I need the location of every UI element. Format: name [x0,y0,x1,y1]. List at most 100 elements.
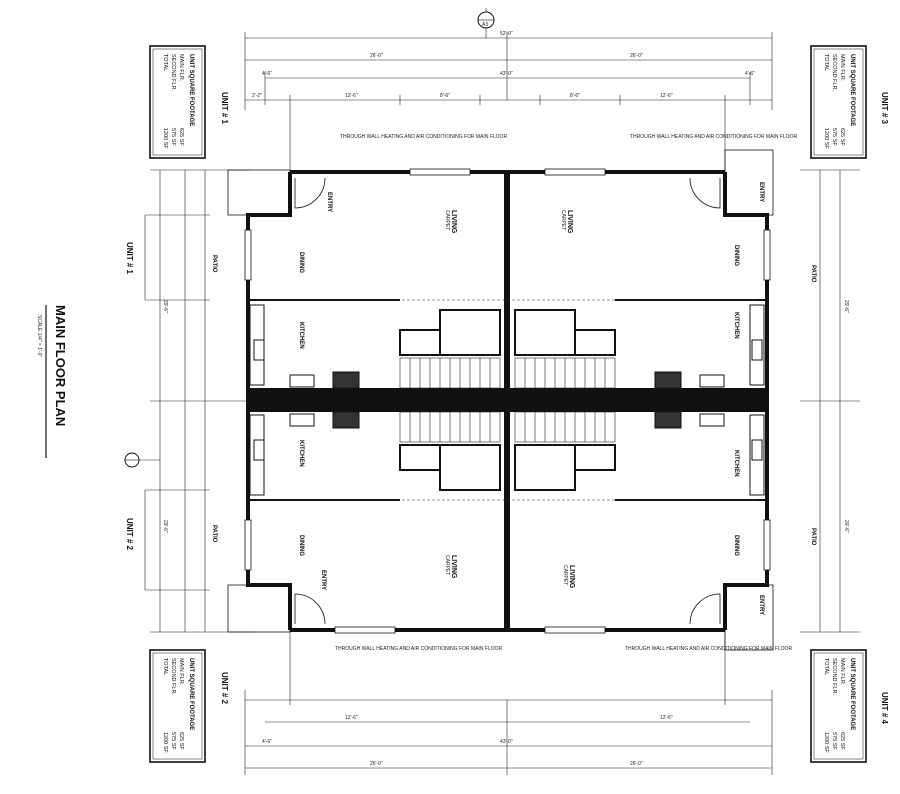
exterior-walls [227,149,774,651]
plan-title: MAIN FLOOR PLAN [53,305,68,426]
dim-half-right-bottom: 26'-0" [630,761,643,767]
section-marker: A3 [477,8,495,38]
kitchen-counters [249,304,765,496]
hvac-note-1: THROUGH WALL HEATING AND AIR CONDITIONIN… [340,134,507,140]
footage-val-main-3: 625 SF [839,128,845,146]
room-patio-3: PATIO [810,265,816,283]
dim-side-left: 4'-6" [262,71,272,77]
dim-side-half-right-2: 29'-6" [843,520,849,533]
footage-title-4: UNIT SQUARE FOOTAGE [849,658,855,730]
footage-row-total-1: TOTAL [162,54,168,71]
footage-row-total-2: TOTAL [162,658,168,675]
hvac-note-2: THROUGH WALL HEATING AND AIR CONDITIONIN… [335,646,502,652]
dim-inner-bottom: 43'-0" [500,739,513,745]
room-dining-3: DINING [733,245,739,266]
footage-box-bottom-right: UNIT SQUARE FOOTAGE MAIN FLR. 625 SF SEC… [810,649,867,763]
footage-val-main-2: 625 SF [178,732,184,750]
dim-side-half-left-2: 29'-6" [162,520,168,533]
footage-title-3: UNIT SQUARE FOOTAGE [849,54,855,126]
footage-val-second-3: 575 SF [831,128,837,146]
dim-seg-b-bottom: 12'-6" [345,715,358,721]
dim-inner: 43'-0" [500,71,513,77]
footage-row-main-2: MAIN FLR. [178,658,184,686]
plan-scale: SCALE 1/4" = 1'-0" [36,315,42,357]
room-entry-1: ENTRY [326,192,332,212]
dim-seg-c-2: 8'-6" [570,93,580,99]
room-entry-2: ENTRY [320,570,326,590]
footage-val-total-2: 1200 SF [162,732,168,753]
unit-label-2-bottom: UNIT # 2 [220,672,229,705]
footage-row-total-4: TOTAL [823,658,829,675]
unit-label-4: UNIT # 4 [880,692,889,725]
footage-val-main-4: 625 SF [839,732,845,750]
room-patio-2: PATIO [211,525,217,543]
room-living-3: LIVING [566,210,573,234]
unit-labels: UNIT # 1 UNIT # 2 UNIT # 1 UNIT # 3 UNIT… [125,92,889,725]
dim-seg-b-bottom-2: 12'-6" [660,715,673,721]
room-kitchen-1: KITCHEN [298,322,304,349]
room-dining-1: DINING [298,252,304,273]
room-living-4: LIVING [568,565,575,589]
room-patio-1: PATIO [211,255,217,273]
room-kitchen-4: KITCHEN [733,450,739,477]
room-living-4-floor: CARPET [562,565,568,585]
room-living-1: LIVING [450,210,457,234]
section-marker-label: A3 [482,22,488,28]
dim-half-left-bottom: 26'-0" [370,761,383,767]
footage-title-1: UNIT SQUARE FOOTAGE [188,54,194,126]
room-living-2-floor: CARPET [444,555,450,575]
unit-label-3: UNIT # 3 [880,92,889,125]
footage-box-top-right: UNIT SQUARE FOOTAGE MAIN FLR. 625 SF SEC… [810,45,867,159]
left-section-marker [124,452,160,468]
footage-val-total-4: 1200 SF [823,732,829,753]
dim-side-half-right: 29'-6" [843,300,849,313]
entry-doors [294,177,721,625]
dim-seg-c: 8'-6" [440,93,450,99]
dim-side-right: 4'-6" [745,71,755,77]
footage-row-second-3: SECOND FLR. [831,54,837,91]
top-dimensions [244,32,773,170]
dim-seg-a: 2'-2" [252,93,262,99]
dim-side-half-left: 29'-6" [162,300,168,313]
footage-row-second-4: SECOND FLR. [831,658,837,695]
bottom-dimensions [244,630,773,775]
room-living-1-floor: CARPET [444,210,450,230]
plan-title-block: MAIN FLOOR PLAN SCALE 1/4" = 1'-0" [36,305,68,458]
room-labels: LIVING CARPET LIVING CARPET LIVING CARPE… [211,134,816,652]
footage-val-total-3: 1200 SF [823,128,829,149]
unit-label-1-top: UNIT # 1 [220,92,229,125]
room-patio-4: PATIO [810,528,816,546]
dim-side-bottom: 4'-6" [262,739,272,745]
room-entry-3: ENTRY [758,182,764,202]
unit-label-2: UNIT # 2 [125,518,134,551]
room-entry-4: ENTRY [758,595,764,615]
footage-val-second-2: 575 SF [170,732,176,750]
room-dining-4: DINING [733,535,739,556]
side-dimensions [144,169,860,633]
footage-title-2: UNIT SQUARE FOOTAGE [188,658,194,730]
room-kitchen-3: KITCHEN [733,312,739,339]
footage-val-second-1: 575 SF [170,128,176,146]
hvac-note-3: THROUGH WALL HEATING AND AIR CONDITIONIN… [630,134,797,140]
footage-box-top-left: UNIT SQUARE FOOTAGE MAIN FLR. 625 SF SEC… [149,45,206,159]
footage-row-main-1: MAIN FLR. [178,54,184,82]
footage-val-main-1: 625 SF [178,128,184,146]
footage-row-main-3: MAIN FLR. [839,54,845,82]
hvac-note-4: THROUGH WALL HEATING AND AIR CONDITIONIN… [625,646,792,652]
footage-row-main-4: MAIN FLR. [839,658,845,686]
soffit-lines [262,299,755,501]
windows [244,168,771,634]
dim-half-left: 26'-0" [370,53,383,59]
footage-val-total-1: 1200 SF [162,128,168,149]
footage-val-second-4: 575 SF [831,732,837,750]
stairs [399,357,616,443]
dim-seg-b-2: 12'-6" [660,93,673,99]
unit-label-1: UNIT # 1 [125,242,134,275]
footage-row-total-3: TOTAL [823,54,829,71]
dim-seg-b: 12'-6" [345,93,358,99]
room-dining-2: DINING [298,535,304,556]
room-living-3-floor: CARPET [560,210,566,230]
footage-box-bottom-left: UNIT SQUARE FOOTAGE MAIN FLR. 625 SF SEC… [149,649,206,763]
room-living-2: LIVING [450,555,457,579]
